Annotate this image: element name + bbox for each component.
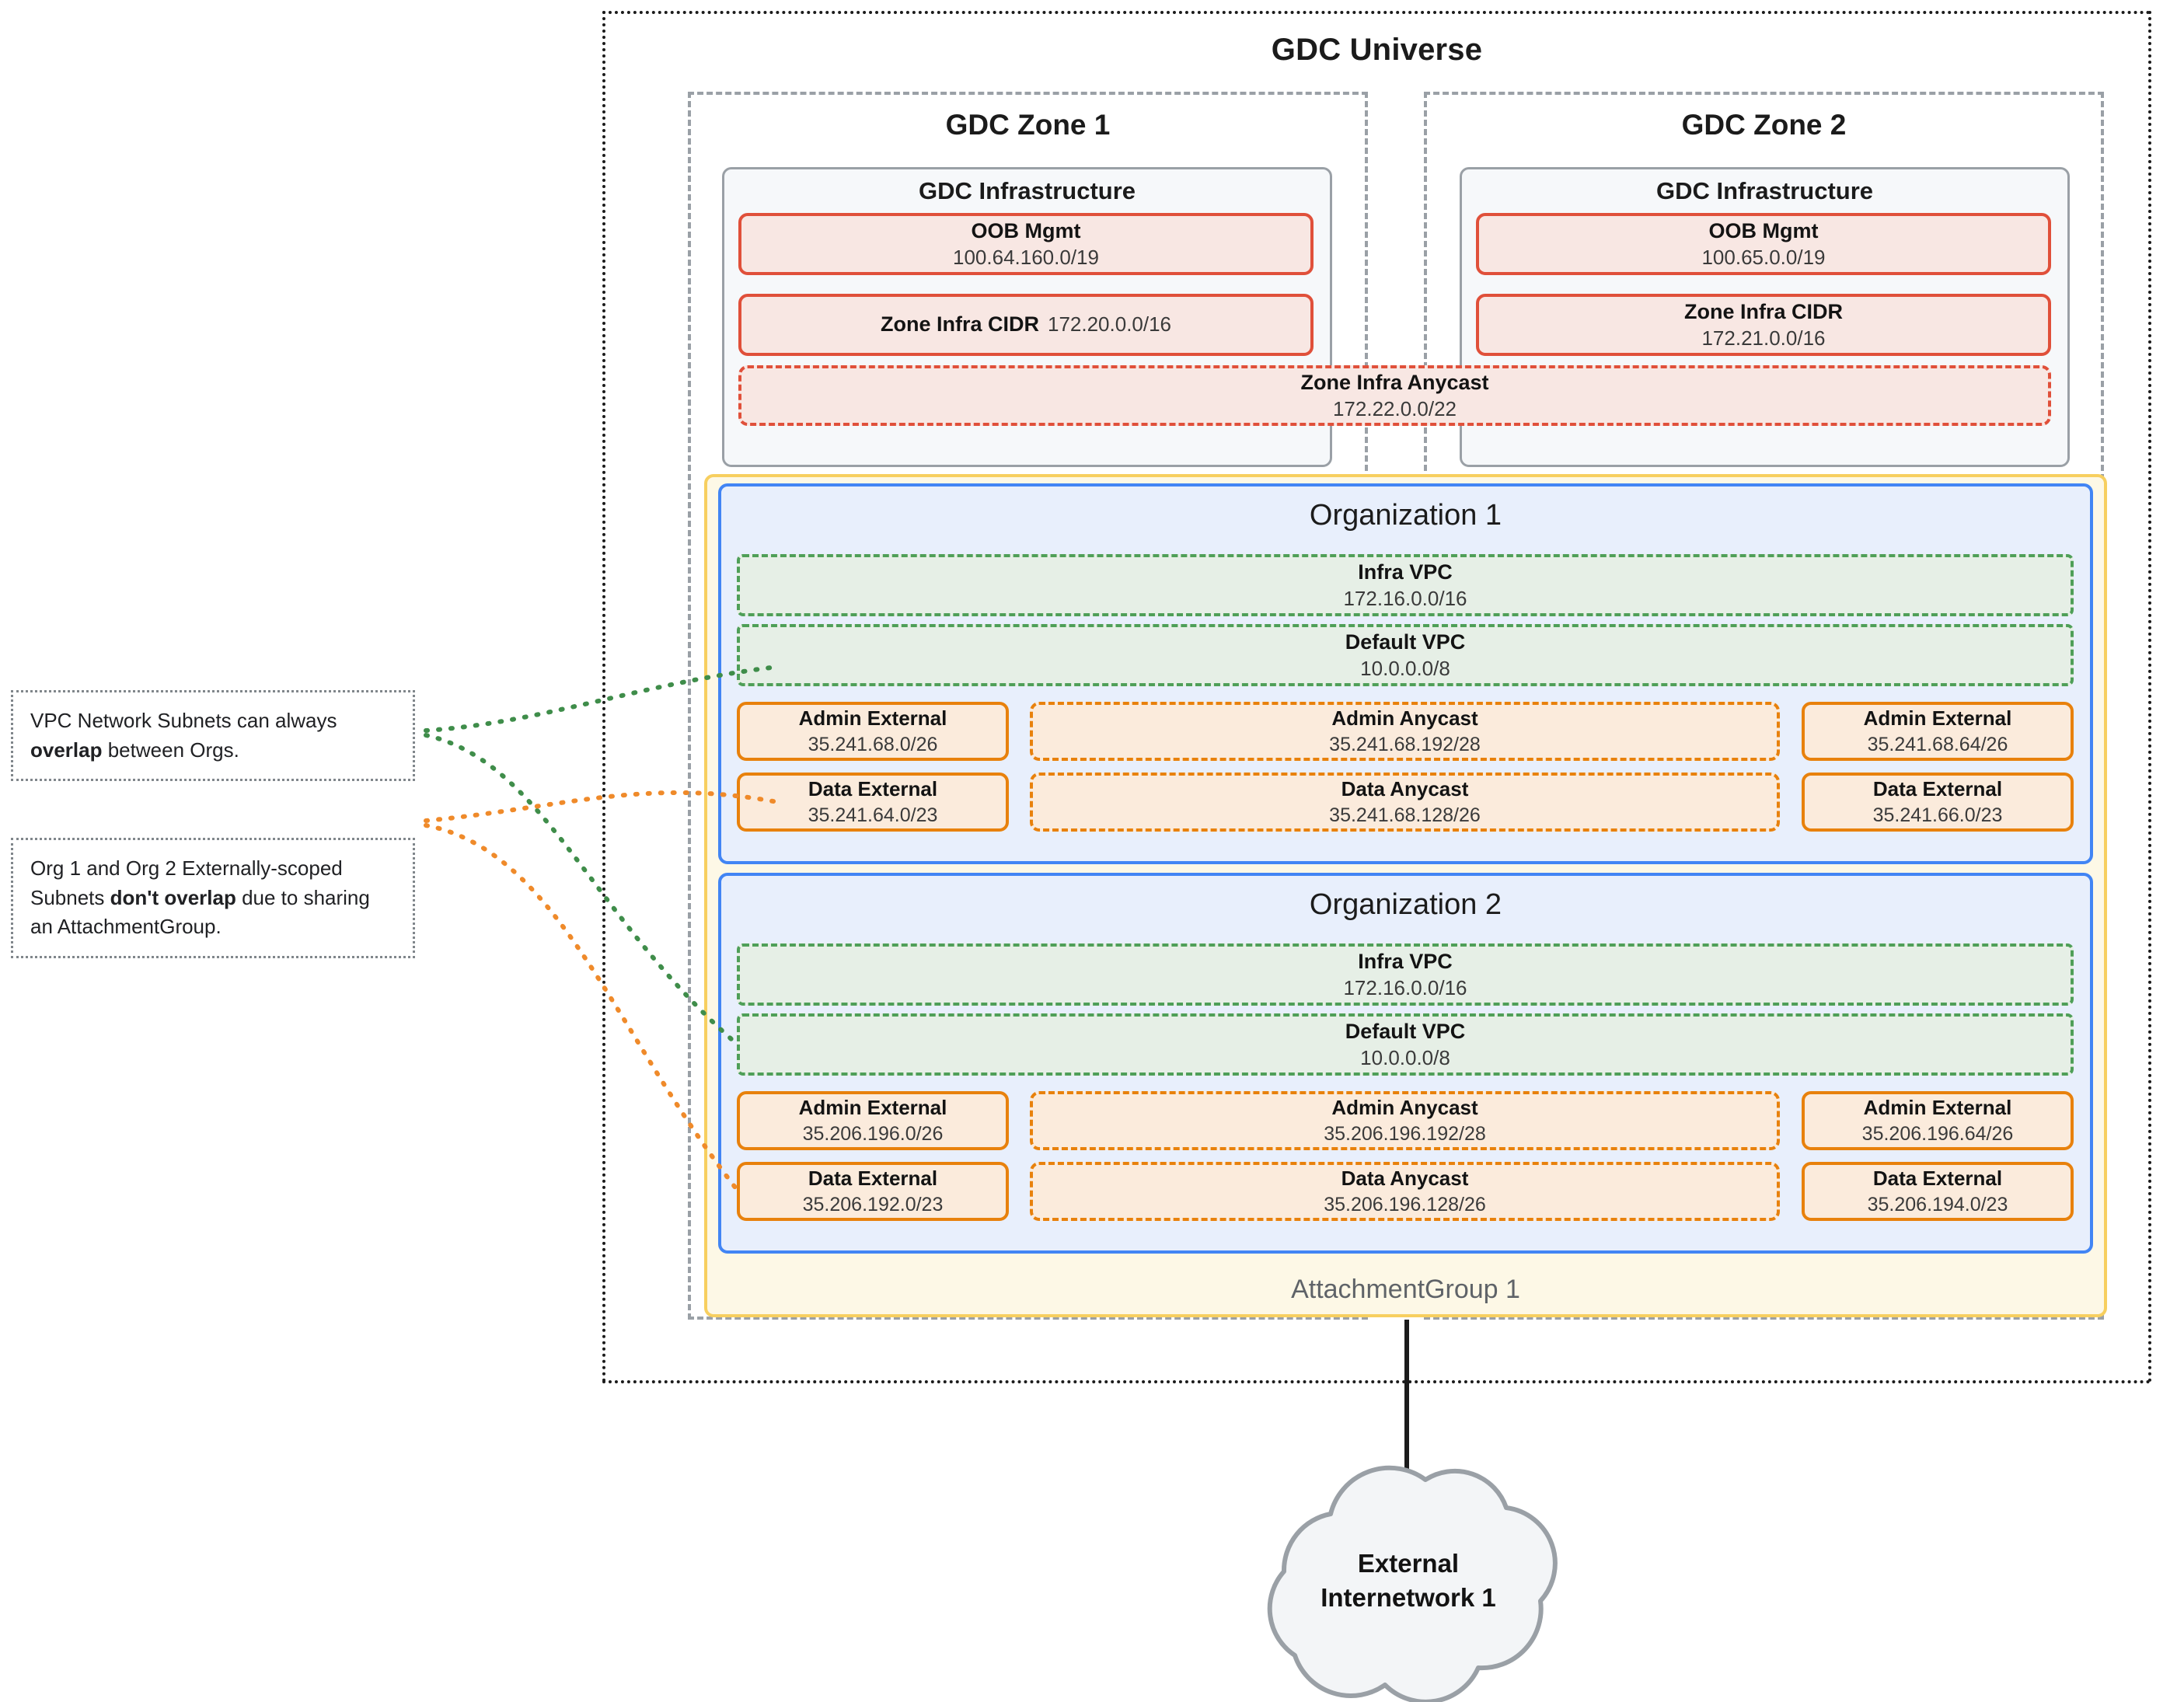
org-2-data-external-right-cidr: 35.206.194.0/23 — [1867, 1193, 2008, 1215]
org-1-data-anycast-cidr: 35.241.68.128/26 — [1329, 804, 1481, 826]
org-2-data-external-left-cidr: 35.206.192.0/23 — [802, 1193, 944, 1215]
org-2-data-external-right-label: Data External — [1872, 1166, 2003, 1190]
gdc-universe-title: GDC Universe — [1271, 33, 1483, 67]
callout-1-emphasis: overlap — [30, 738, 103, 762]
organization-1-title: Organization 1 — [1309, 499, 1502, 532]
zone-infra-cidr-value-zone-1: 172.20.0.0/16 — [1047, 312, 1172, 337]
org-1-data-external-right-label: Data External — [1872, 776, 2003, 800]
external-network-line-1: External — [1357, 1549, 1460, 1578]
external-network-line-2: Internetwork 1 — [1321, 1582, 1496, 1612]
org-1-data-external-right-cidr: 35.241.66.0/23 — [1872, 804, 2003, 826]
org-2-data-external-right-box: Data External 35.206.194.0/23 — [1802, 1162, 2074, 1221]
gdc-infrastructure-title-zone-1: GDC Infrastructure — [918, 177, 1136, 204]
attachment-group-label: AttachmentGroup 1 — [1291, 1275, 1520, 1304]
org-2-infra-vpc-label: Infra VPC — [1358, 949, 1453, 973]
org-1-infra-vpc-label: Infra VPC — [1358, 560, 1453, 584]
callout-no-overlap-note: Org 1 and Org 2 Externally-scoped Subnet… — [11, 838, 415, 959]
org-1-admin-anycast-box: Admin Anycast 35.241.68.192/28 — [1030, 702, 1780, 761]
callout-overlap-note: VPC Network Subnets can always overlap b… — [11, 690, 415, 782]
org-2-admin-anycast-box: Admin Anycast 35.206.196.192/28 — [1030, 1091, 1780, 1150]
org-2-admin-anycast-label: Admin Anycast — [1331, 1095, 1478, 1119]
org-2-data-external-left-label: Data External — [808, 1166, 938, 1190]
zone-infra-anycast-label: Zone Infra Anycast — [1300, 370, 1489, 394]
org-2-data-anycast-label: Data Anycast — [1341, 1166, 1469, 1190]
zone-infra-anycast-box: Zone Infra Anycast 172.22.0.0/22 — [738, 365, 2051, 426]
callout-2-suffix: due to sharing an AttachmentGroup. — [30, 885, 370, 939]
org-2-admin-external-left-box: Admin External 35.206.196.0/26 — [737, 1091, 1009, 1150]
org-1-admin-external-left-cidr: 35.241.68.0/26 — [808, 733, 938, 755]
oob-mgmt-cidr-zone-2: 100.65.0.0/19 — [1701, 245, 1826, 269]
zone-infra-cidr-value-zone-2: 172.21.0.0/16 — [1701, 326, 1826, 350]
org-1-data-anycast-box: Data Anycast 35.241.68.128/26 — [1030, 773, 1780, 832]
org-1-data-external-left-cidr: 35.241.64.0/23 — [808, 804, 938, 826]
org-1-data-external-right-box: Data External 35.241.66.0/23 — [1802, 773, 2074, 832]
org-1-default-vpc-box: Default VPC 10.0.0.0/8 — [737, 624, 2074, 686]
org-1-infra-vpc-cidr: 172.16.0.0/16 — [1343, 586, 1467, 610]
oob-mgmt-box-zone-1: OOB Mgmt 100.64.160.0/19 — [738, 213, 1314, 275]
org-2-data-external-left-box: Data External 35.206.192.0/23 — [737, 1162, 1009, 1221]
org-2-data-anycast-box: Data Anycast 35.206.196.128/26 — [1030, 1162, 1780, 1221]
gdc-infrastructure-title-zone-2: GDC Infrastructure — [1655, 177, 1874, 204]
org-2-admin-external-left-label: Admin External — [798, 1095, 947, 1119]
zone-infra-cidr-box-zone-1: Zone Infra CIDR 172.20.0.0/16 — [738, 294, 1314, 356]
org-2-data-anycast-cidr: 35.206.196.128/26 — [1324, 1193, 1486, 1215]
oob-mgmt-cidr-zone-1: 100.64.160.0/19 — [953, 245, 1099, 269]
zone-infra-cidr-label-zone-1: Zone Infra CIDR — [880, 312, 1039, 337]
org-1-admin-external-right-label: Admin External — [1863, 706, 2012, 730]
org-1-admin-external-right-cidr: 35.241.68.64/26 — [1867, 733, 2008, 755]
org-1-admin-external-left-label: Admin External — [798, 706, 947, 730]
org-1-admin-external-right-box: Admin External 35.241.68.64/26 — [1802, 702, 2074, 761]
org-2-default-vpc-label: Default VPC — [1345, 1019, 1466, 1043]
zone-infra-anycast-cidr: 172.22.0.0/22 — [1332, 396, 1457, 420]
org-1-data-anycast-label: Data Anycast — [1341, 776, 1469, 800]
callout-1-suffix: between Orgs. — [102, 738, 239, 762]
callout-1-prefix: VPC Network Subnets can always — [30, 709, 337, 732]
org-1-data-external-left-label: Data External — [808, 776, 938, 800]
zone-infra-cidr-box-zone-2: Zone Infra CIDR 172.21.0.0/16 — [1476, 294, 2051, 356]
gdc-zone-2-title: GDC Zone 2 — [1681, 109, 1847, 141]
gdc-zone-1-title: GDC Zone 1 — [945, 109, 1111, 141]
org-2-admin-external-right-box: Admin External 35.206.196.64/26 — [1802, 1091, 2074, 1150]
external-network-label: External Internetwork 1 — [1270, 1547, 1547, 1614]
organization-2-title: Organization 2 — [1309, 888, 1502, 921]
org-2-admin-external-right-label: Admin External — [1863, 1095, 2012, 1119]
org-2-admin-external-right-cidr: 35.206.196.64/26 — [1861, 1122, 2014, 1145]
oob-mgmt-label-zone-1: OOB Mgmt — [971, 218, 1081, 242]
org-2-infra-vpc-box: Infra VPC 172.16.0.0/16 — [737, 943, 2074, 1006]
org-2-infra-vpc-cidr: 172.16.0.0/16 — [1343, 975, 1467, 999]
org-1-admin-external-left-box: Admin External 35.241.68.0/26 — [737, 702, 1009, 761]
org-1-admin-anycast-label: Admin Anycast — [1331, 706, 1478, 730]
org-1-default-vpc-cidr: 10.0.0.0/8 — [1360, 656, 1450, 680]
callout-2-emphasis: don't overlap — [110, 885, 236, 909]
org-2-admin-external-left-cidr: 35.206.196.0/26 — [802, 1122, 944, 1145]
org-1-default-vpc-label: Default VPC — [1345, 630, 1466, 654]
callout-2-prefix: Org 1 and Org 2 Externally-scoped Subnet… — [30, 856, 343, 909]
org-1-admin-anycast-cidr: 35.241.68.192/28 — [1329, 733, 1481, 755]
zone-infra-cidr-label-zone-2: Zone Infra CIDR — [1683, 299, 1843, 323]
oob-mgmt-box-zone-2: OOB Mgmt 100.65.0.0/19 — [1476, 213, 2051, 275]
oob-mgmt-label-zone-2: OOB Mgmt — [1708, 218, 1819, 242]
org-1-data-external-left-box: Data External 35.241.64.0/23 — [737, 773, 1009, 832]
org-1-infra-vpc-box: Infra VPC 172.16.0.0/16 — [737, 554, 2074, 616]
org-2-default-vpc-cidr: 10.0.0.0/8 — [1360, 1045, 1450, 1069]
org-2-admin-anycast-cidr: 35.206.196.192/28 — [1324, 1122, 1486, 1145]
org-2-default-vpc-box: Default VPC 10.0.0.0/8 — [737, 1013, 2074, 1076]
